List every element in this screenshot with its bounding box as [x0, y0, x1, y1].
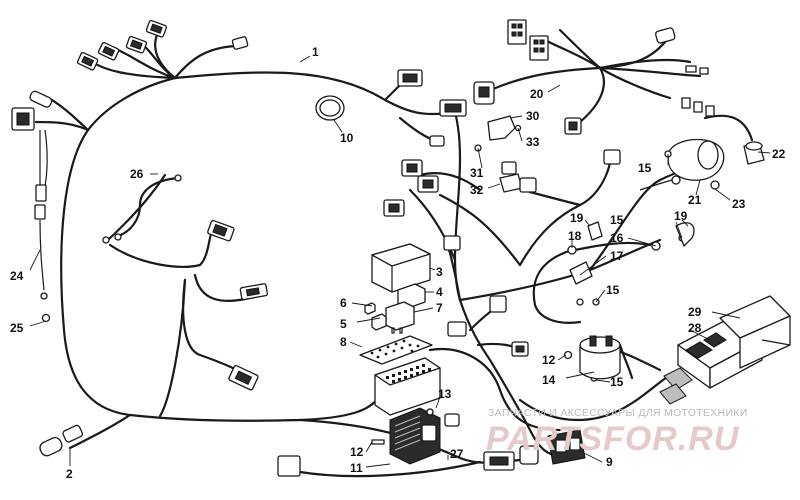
callout-31: 31: [470, 166, 484, 180]
watermark: ЗАПЧАСТИ И АКСЕССУАРЫ ДЛЯ МОТОТЕХНИКИ PA…: [486, 407, 748, 458]
center-top-connectors: [397, 69, 467, 147]
callout-5: 5: [340, 317, 347, 331]
callout-3: 3: [436, 265, 443, 279]
callout-12-right: 12: [542, 353, 556, 367]
callout-28: 28: [688, 321, 702, 335]
callout-4: 4: [436, 285, 443, 299]
callout-15-d: 15: [610, 375, 624, 389]
callout-7: 7: [436, 301, 443, 315]
callout-numbers: 1 2 3 4 5 6 7 8 9 10 11 12 12 13 14 15 1…: [10, 45, 786, 481]
callout-13: 13: [438, 387, 452, 401]
callout-20: 20: [530, 87, 544, 101]
top-left-connectors: [11, 19, 249, 323]
callout-15-b: 15: [610, 213, 624, 227]
callout-23: 23: [732, 197, 746, 211]
callout-15-c: 15: [606, 283, 620, 297]
callout-9: 9: [606, 455, 613, 469]
callout-22: 22: [772, 147, 786, 161]
watermark-caption: ЗАПЧАСТИ И АКСЕССУАРЫ ДЛЯ МОТОТЕХНИКИ: [488, 407, 748, 419]
part-2-connector: [39, 424, 84, 457]
part-10-clamp: [315, 95, 345, 121]
callout-21: 21: [688, 193, 702, 207]
callout-17: 17: [610, 249, 624, 263]
callout-6: 6: [340, 296, 347, 310]
callout-1: 1: [312, 45, 319, 59]
callout-30: 30: [526, 109, 540, 123]
leader-lines: [29, 55, 771, 468]
callout-25: 25: [10, 321, 24, 335]
callout-14: 14: [542, 373, 556, 387]
relay-parts: [359, 243, 441, 416]
callout-27: 27: [450, 447, 464, 461]
callout-29: 29: [688, 305, 702, 319]
callout-32: 32: [470, 183, 484, 197]
callout-10: 10: [340, 131, 354, 145]
part-11-regulator: [371, 407, 460, 465]
callout-2: 2: [66, 467, 73, 481]
callout-33: 33: [526, 135, 540, 149]
callout-18: 18: [568, 229, 582, 243]
callout-19-right: 19: [674, 209, 688, 223]
left-mid-connectors: [102, 174, 269, 391]
callout-16: 16: [610, 231, 624, 245]
callout-8: 8: [340, 335, 347, 349]
callout-11: 11: [350, 461, 363, 475]
callout-15-a: 15: [638, 161, 652, 175]
right-parts: [277, 19, 791, 477]
callout-24: 24: [10, 269, 24, 283]
callout-19-left: 19: [570, 211, 584, 225]
callout-12-left: 12: [350, 445, 364, 459]
watermark-logo: PARTSFOR.RU: [486, 420, 740, 458]
callout-26: 26: [130, 167, 144, 181]
